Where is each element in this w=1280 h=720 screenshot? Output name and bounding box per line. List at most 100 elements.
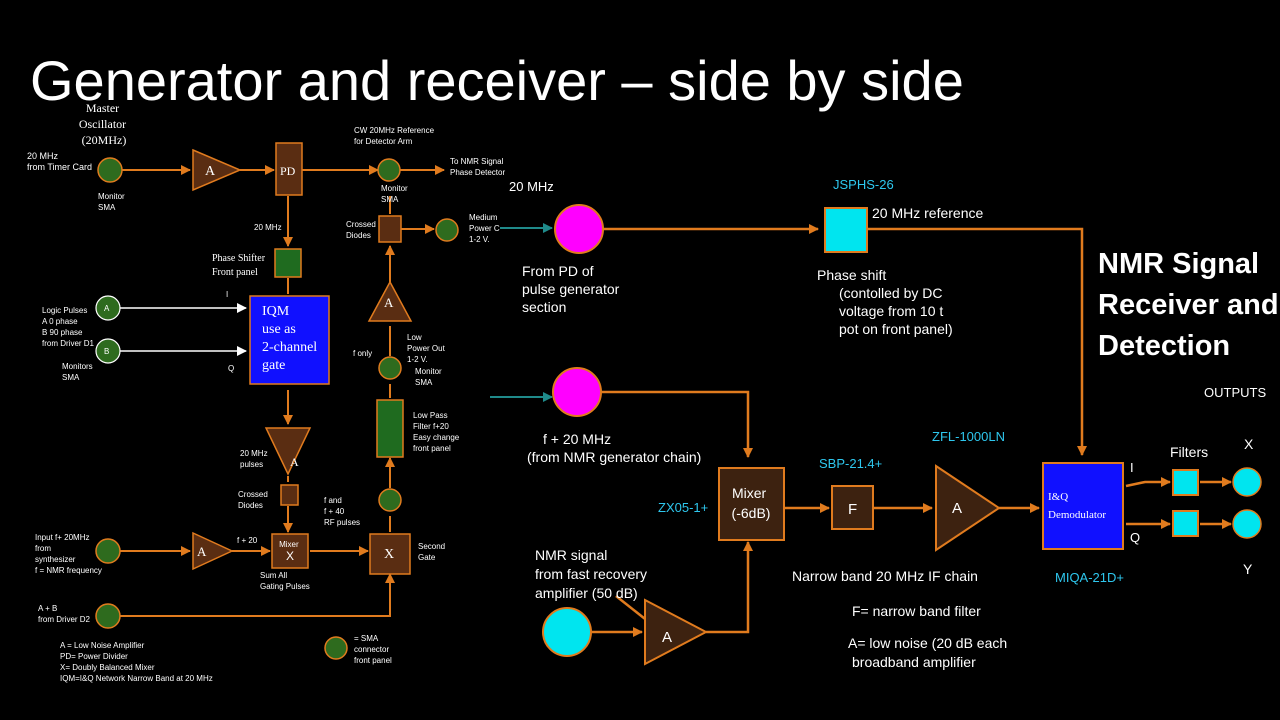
mixer-small-label: Mixer X — [279, 540, 301, 563]
amplifier-a-4 — [192, 531, 234, 571]
filter-f-label: F — [848, 501, 857, 518]
logic-node-a — [95, 295, 121, 321]
f-plus-20mhz-label: f + 20 MHz (from NMR generator chain) — [527, 431, 701, 465]
zfl-amplifier — [935, 464, 1001, 552]
monitor-sma-node-1 — [97, 157, 123, 183]
input-amplifier — [644, 598, 709, 666]
second-gate-label: Second Gate — [418, 542, 447, 562]
monitor-sma-2-label: Monitor SMA — [381, 184, 410, 204]
second-gate-mixer — [369, 533, 411, 575]
miqa-label: MIQA-21D+ — [1055, 570, 1124, 585]
amp-label-3: A — [290, 455, 299, 469]
to-nmr-label: To NMR Signal Phase Detector — [450, 157, 506, 177]
iq-demodulator — [1042, 462, 1124, 550]
rf-pulses-node — [378, 488, 402, 512]
phase-shift-block — [824, 207, 868, 253]
slide-title: Generator and receiver – side by side — [30, 49, 964, 112]
label-20mhz: 20 MHz — [254, 223, 282, 232]
amplifier-a-3 — [264, 427, 312, 476]
q-out-label: Q — [1130, 530, 1140, 545]
filter-q — [1172, 510, 1199, 537]
receiver-wires — [592, 224, 1232, 637]
logic-node-b — [95, 338, 121, 364]
amp2-label: A — [662, 629, 672, 646]
outputs-label: OUTPUTS — [1204, 385, 1266, 400]
monitor-sma-1-label: Monitor SMA — [98, 192, 127, 212]
low-pass-label: Low Pass Filter f+20 Easy change front p… — [413, 411, 462, 453]
receiver-mixer — [718, 467, 785, 541]
input-f-label: Input f+ 20MHz from synthesizer f = NMR … — [35, 533, 102, 575]
node-a-label: A — [104, 304, 110, 313]
narrow-band-filter — [831, 485, 874, 530]
master-osc-label: Master Oscillator (20MHz) — [79, 101, 129, 147]
sbp-label: SBP-21.4+ — [819, 456, 882, 471]
sma-connector-label: = SMA connector front panel — [354, 634, 392, 665]
f-note-label: F= narrow band filter — [852, 603, 981, 619]
monitor-sma-3-label: Monitor SMA — [415, 367, 444, 387]
sum-all-label: Sum All Gating Pulses — [260, 571, 310, 591]
low-pass-filter-block — [376, 399, 404, 458]
narrow-band-label: Narrow band 20 MHz IF chain — [792, 568, 978, 584]
phase-shifter-block — [274, 248, 302, 278]
x-label: X — [384, 547, 394, 562]
f-plus-20-input — [552, 367, 602, 417]
i-label: I — [226, 290, 228, 299]
monitor-sma-node-2 — [377, 158, 401, 182]
a-plus-b-label: A + B from Driver D2 — [38, 604, 91, 624]
mixer-label: Mixer (-6dB) — [732, 485, 771, 521]
monitors-sma-label: Monitors SMA — [62, 362, 95, 382]
medium-power-label: Medium Power C 1-2 V. — [469, 213, 502, 244]
amplifier-a-2 — [367, 280, 413, 322]
phase-shifter-label: Phase Shifter Front panel — [212, 253, 268, 278]
nmr-signal-label: NMR signal from fast recovery amplifier … — [535, 547, 651, 601]
jsphs-label: JSPHS-26 — [833, 177, 894, 192]
medium-power-node — [435, 218, 459, 242]
monitor-sma-node-3 — [378, 356, 402, 380]
low-power-label: Low Power Out 1-2 V. — [407, 333, 447, 364]
filters-label: Filters — [1170, 444, 1208, 460]
driver-d2-node — [95, 603, 121, 629]
crossed-diodes-block-1 — [378, 215, 402, 243]
i-out-label: I — [1130, 460, 1134, 475]
mixer-small-block — [271, 533, 309, 569]
power-divider-block — [275, 142, 303, 196]
rx-20mhz-label: 20 MHz — [509, 179, 554, 194]
output-y — [1232, 509, 1262, 539]
from-pd-input — [554, 204, 604, 254]
sma-legend-node — [324, 636, 348, 660]
iqm-gate-block — [249, 295, 330, 385]
zfl-label: ZFL-1000LN — [932, 429, 1005, 444]
generator-wires — [120, 165, 445, 617]
receiver-heading: NMR Signal Receiver and Detection — [1098, 248, 1280, 362]
y-out-label: Y — [1243, 561, 1253, 577]
pd-label: PD — [280, 164, 296, 178]
zx05-label: ZX05-1+ — [658, 500, 708, 515]
pulses-20mhz-label: 20 MHz pulses — [240, 449, 270, 469]
crossed-diodes-2-label: Crossed Diodes — [238, 490, 270, 510]
amp-label-2: A — [384, 295, 394, 310]
phase-note-label: (contolled by DC voltage from 10 t pot o… — [839, 285, 953, 337]
generator-white-wires — [120, 303, 247, 356]
crossed-diodes-block-2 — [280, 484, 299, 506]
q-label: Q — [228, 364, 234, 373]
iqm-label: IQM use as 2-channel gate — [262, 304, 321, 373]
amplifier-a-1 — [192, 148, 242, 192]
receiver-teal-wires — [490, 223, 553, 402]
from-pd-label: From PD of pulse generator section — [522, 263, 623, 315]
a-note-label: A= low noise (20 dB each broadband ampli… — [848, 635, 1011, 670]
f-and-label: f and f + 40 RF pulses — [324, 496, 360, 527]
crossed-diodes-1-label: Crossed Diodes — [346, 220, 378, 240]
in-20mhz-label: 20 MHz from Timer Card — [27, 151, 92, 172]
synth-input-node — [95, 538, 121, 564]
amp-label-1: A — [205, 164, 216, 179]
legend-text: A = Low Noise Amplifier PD= Power Divide… — [60, 641, 213, 683]
f-only-label: f only — [353, 349, 372, 358]
iq-demod-label: I&Q Demodulator — [1048, 491, 1106, 521]
filter-i — [1172, 469, 1199, 496]
amp-label-4: A — [197, 544, 207, 559]
nmr-signal-input — [542, 607, 592, 657]
x-out-label: X — [1244, 436, 1254, 452]
phase-shift-label: Phase shift — [817, 267, 886, 283]
f-plus-20-label: f + 20 — [237, 536, 258, 545]
